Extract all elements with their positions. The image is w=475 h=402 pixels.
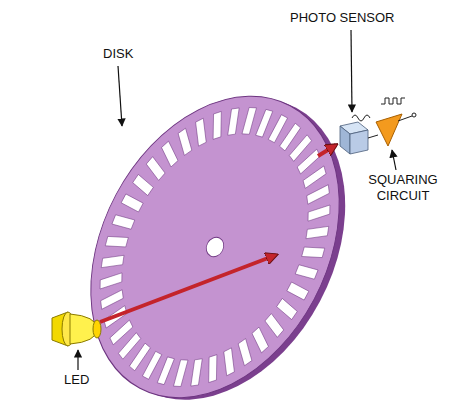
light-beam — [100, 255, 276, 322]
leader-arrow — [392, 150, 396, 170]
sine-wave — [352, 115, 370, 121]
disk-slot — [162, 141, 178, 167]
disk-slot — [295, 265, 318, 279]
disk-slot — [174, 360, 188, 387]
disk-slot — [110, 320, 133, 345]
disk-slot — [209, 355, 217, 383]
disk-slot — [242, 107, 256, 134]
disk-slot — [297, 149, 320, 174]
disk-slot — [302, 247, 325, 258]
disk-slot — [265, 314, 284, 338]
disk-slot — [252, 327, 268, 353]
disk-slot — [196, 118, 207, 146]
disk-slot — [146, 157, 165, 181]
disk-slot — [238, 339, 252, 366]
disk-slot — [224, 348, 235, 376]
output-terminal — [412, 113, 416, 117]
disk-slot — [228, 108, 239, 135]
disk-slot — [133, 174, 154, 195]
disk-slot — [191, 359, 202, 386]
disk-slot — [101, 255, 124, 267]
wire — [368, 135, 378, 138]
part-label: DISK — [103, 46, 133, 62]
led — [52, 312, 101, 346]
disk — [41, 53, 389, 402]
photo-sensor — [340, 122, 368, 154]
leader-arrow — [351, 30, 352, 112]
leader-arrow — [77, 350, 78, 370]
disk-slot — [101, 290, 124, 310]
light-beam — [318, 145, 336, 156]
disk-slot — [287, 282, 309, 300]
disk-slot — [277, 298, 298, 319]
disk-slot — [105, 236, 128, 247]
leader-arrow — [118, 66, 122, 126]
disk-slot — [121, 194, 143, 212]
disk-slot — [100, 273, 122, 289]
part-label: SQUARING CIRCUIT — [360, 172, 446, 203]
squaring-circuit — [376, 114, 402, 146]
square-wave — [381, 98, 405, 104]
disk-slot — [306, 226, 329, 238]
disk-slot — [213, 111, 221, 139]
disk-slot — [307, 185, 330, 205]
wire — [398, 116, 412, 121]
disk-slot — [178, 128, 192, 155]
disk-slot — [308, 205, 330, 221]
disk-slot — [112, 215, 135, 229]
disk-slot — [256, 109, 273, 137]
disk-slot — [157, 357, 174, 385]
part-label: LED — [64, 372, 89, 388]
part-label: PHOTO SENSOR — [290, 10, 395, 26]
disk-slot — [303, 166, 326, 188]
